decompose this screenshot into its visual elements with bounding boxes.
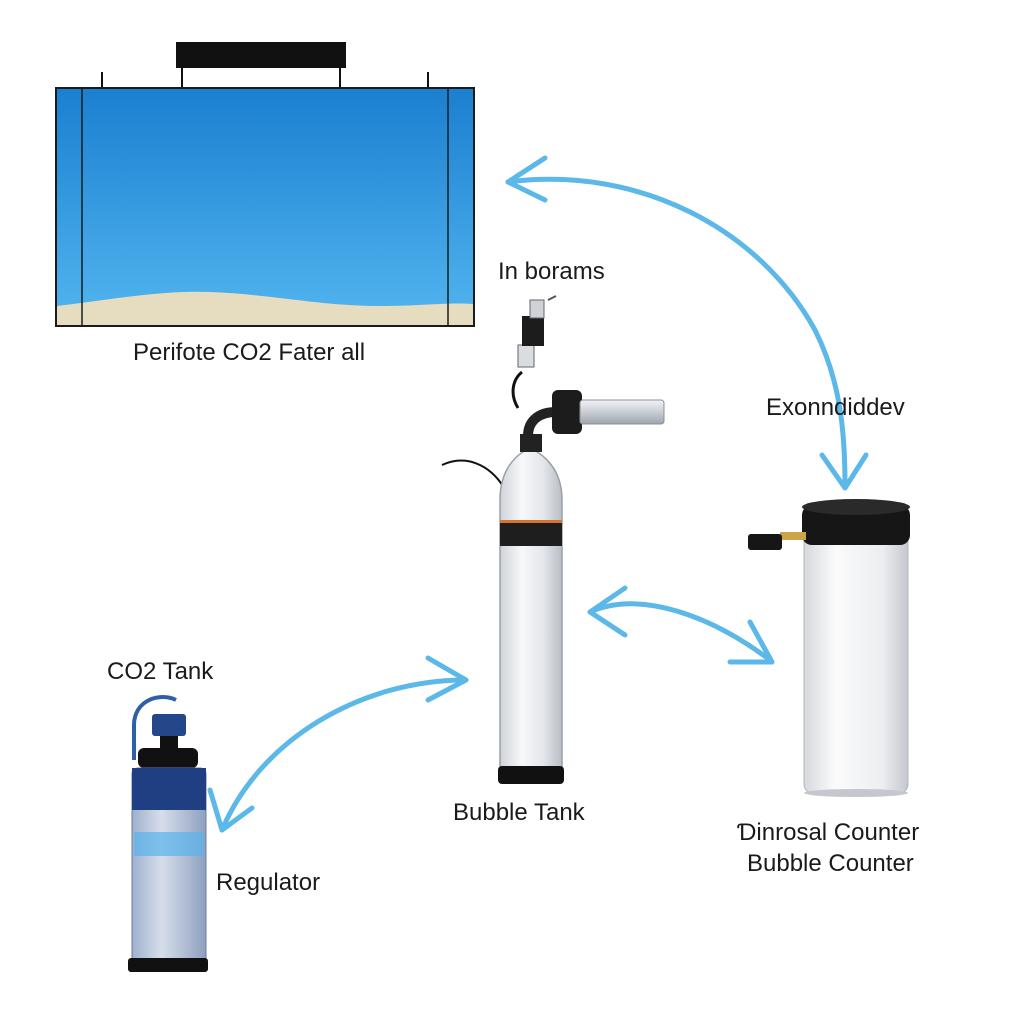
arrow-tank-counter bbox=[587, 585, 775, 665]
regulator-label: Regulator bbox=[216, 869, 321, 896]
counter-cap bbox=[802, 505, 910, 545]
regulator-icon bbox=[128, 695, 208, 972]
arrow-regulator-tank bbox=[207, 655, 469, 833]
top-middle-label: In borams bbox=[498, 258, 605, 285]
gas-cylinder-icon bbox=[441, 295, 665, 784]
bubble-tank-label: Bubble Tank bbox=[453, 799, 585, 826]
aquarium-light-bar bbox=[176, 42, 346, 68]
cylinder-hose bbox=[441, 459, 506, 491]
cylinder-label-band bbox=[500, 522, 562, 546]
regulator-tube bbox=[132, 695, 177, 760]
aquarium-icon bbox=[55, 42, 475, 327]
counter-body bbox=[803, 529, 909, 795]
counter-label-line1: Ɗinrosal Counter bbox=[737, 819, 920, 846]
arrow-aquarium-counter bbox=[505, 155, 869, 491]
cylinder-body bbox=[499, 447, 563, 771]
aquarium-sand bbox=[57, 291, 473, 325]
diffuser-icon bbox=[511, 295, 665, 434]
aquarium-label: Perifote CO2 Fater all bbox=[133, 339, 366, 366]
bubble-counter-icon bbox=[748, 499, 910, 797]
flow-arrows bbox=[207, 155, 869, 833]
co2-tank-label: CO2 Tank bbox=[107, 658, 214, 685]
counter-label-line2: Bubble Counter bbox=[747, 850, 914, 877]
aquarium-water bbox=[55, 87, 475, 327]
right-top-label: Exonndiddev bbox=[766, 394, 905, 421]
